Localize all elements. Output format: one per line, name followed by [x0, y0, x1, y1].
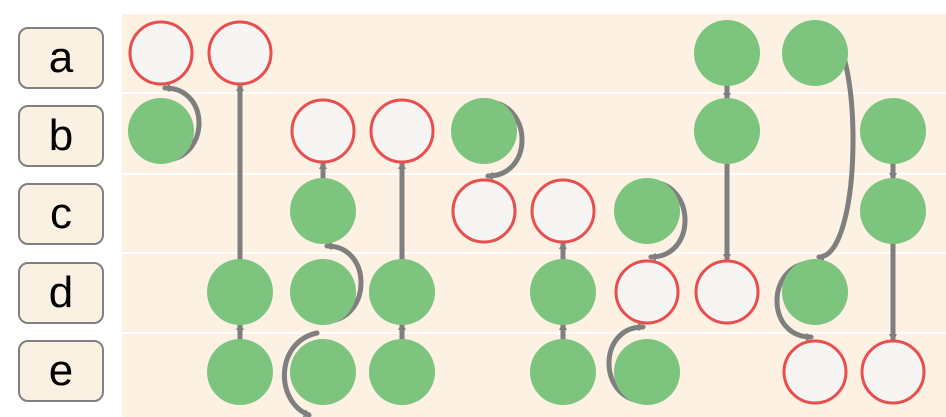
empty-node-c [451, 178, 517, 244]
row-label-c: c [18, 183, 104, 245]
filled-node-e [207, 339, 273, 405]
link-arrow [282, 330, 320, 417]
empty-node-d [614, 259, 680, 325]
empty-node-e [782, 339, 848, 405]
filled-node-d [530, 259, 596, 325]
empty-node-b [290, 98, 356, 164]
filled-node-d [207, 259, 273, 325]
filled-node-e [290, 339, 356, 405]
filled-node-b [694, 98, 760, 164]
filled-node-e [614, 339, 680, 405]
row-label-e: e [18, 340, 104, 402]
filled-node-a [782, 20, 848, 86]
filled-node-c [290, 178, 356, 244]
nodes [128, 20, 926, 405]
filled-node-d [782, 259, 848, 325]
row-label-b: b [18, 105, 104, 167]
filled-node-b [128, 98, 194, 164]
empty-node-d [694, 259, 760, 325]
filled-node-d [369, 259, 435, 325]
filled-node-c [614, 178, 680, 244]
filled-node-a [694, 20, 760, 86]
empty-node-a [128, 20, 194, 86]
empty-node-c [530, 178, 596, 244]
filled-node-c [860, 178, 926, 244]
filled-node-b [451, 98, 517, 164]
filled-node-b [860, 98, 926, 164]
row-labels: a b c d e [0, 0, 122, 417]
filled-node-d [290, 259, 356, 325]
filled-node-e [530, 339, 596, 405]
filled-node-e [369, 339, 435, 405]
empty-node-e [860, 339, 926, 405]
row-label-d: d [18, 262, 104, 324]
empty-node-a [207, 20, 273, 86]
empty-node-b [369, 98, 435, 164]
row-label-a: a [18, 27, 104, 89]
